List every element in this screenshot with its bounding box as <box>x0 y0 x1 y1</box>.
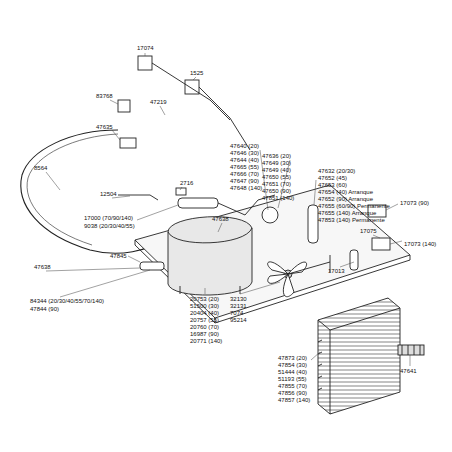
callout-number: 47219 <box>150 99 167 106</box>
callout-number: 47636 (20) <box>262 153 291 160</box>
callout-number: 47638 <box>34 264 51 271</box>
callout-number: 17074 <box>137 45 154 52</box>
callout-number: 47845 <box>110 253 127 260</box>
callout-number: 47649 (40) <box>262 167 291 174</box>
callout-number: 47635 <box>96 124 113 131</box>
callout-number: 17073 (90) <box>400 200 429 207</box>
callout-number: 17073 (140) <box>404 241 436 248</box>
callout-number: 51444 (40) <box>278 369 307 376</box>
callout-number: 84344 (20/30/40/55/70/140) <box>30 298 104 305</box>
callout-number: 47652 (45) <box>318 175 347 182</box>
callout-number: 95214 <box>230 317 247 324</box>
callout-number: 47640 (20) <box>230 143 259 150</box>
callout-number: 47857 (140) <box>278 397 310 404</box>
callout-number: 7074 <box>230 310 243 317</box>
callout-number: 47873 (20) <box>278 355 307 362</box>
callout-number: 20404 (40) <box>190 310 219 317</box>
callout-number: 47665 (55) <box>230 164 259 171</box>
callout-number: 47644 (40) <box>230 157 259 164</box>
callout-number: 47854 (30) <box>278 362 307 369</box>
callout-number: 47856 (90) <box>278 390 307 397</box>
callout-number: 47666 (70) <box>230 171 259 178</box>
callout-number: 47648 (140) <box>230 185 262 192</box>
callout-number: 20771 (140) <box>190 338 222 345</box>
callout-number: 47844 (90) <box>30 306 59 313</box>
callout-number: 32130 <box>230 296 247 303</box>
callout-number: 16987 (90) <box>190 331 219 338</box>
callout-number: 47651 (70) <box>262 181 291 188</box>
callout-number: 47652 (90) Arranque <box>318 196 373 203</box>
callout-number: 47650 (55) <box>262 174 291 181</box>
callout-number: 47649 (30) <box>262 160 291 167</box>
callout-number: 17075 <box>360 228 377 235</box>
callout-number: 83768 <box>96 93 113 100</box>
callout-number: 20757 (55) <box>190 317 219 324</box>
callout-number: 20760 (70) <box>190 324 219 331</box>
callout-number: 51193 (55) <box>278 376 307 383</box>
callout-number: 2716 <box>180 180 193 187</box>
callout-number: 47638 <box>212 216 229 223</box>
callout-number: 12504 <box>100 191 117 198</box>
callout-number: 47641 <box>400 368 417 375</box>
callout-number: 51500 (30) <box>190 303 219 310</box>
callout-number: 1525 <box>190 70 203 77</box>
callout-number: 47653 (60) <box>318 182 347 189</box>
callout-number: 47632 (20/30) <box>318 168 355 175</box>
callout-number: 47853 (140) Permanente <box>318 217 385 224</box>
callout-number: 17000 (70/90/140) <box>84 215 133 222</box>
callout-number: 47646 (30) <box>230 150 259 157</box>
callout-number: 32131 <box>230 303 247 310</box>
callout-number: 9038 (20/30/40/55) <box>84 223 135 230</box>
callout-number: 47654 (40) Arranque <box>318 189 373 196</box>
callout-number: 47650 (90) <box>262 188 291 195</box>
callout-number: 47655 (140) Arranque <box>318 210 376 217</box>
callout-number: 20753 (20) <box>190 296 219 303</box>
callout-number: 47851 (140) <box>262 195 294 202</box>
callout-number: 47855 (70) <box>278 383 307 390</box>
callout-number: 47655 (60/90) Permanente <box>318 203 390 210</box>
callout-number: 47647 (90) <box>230 178 259 185</box>
callout-number: 17013 <box>328 268 345 275</box>
callout-number: 8564 <box>34 165 47 172</box>
